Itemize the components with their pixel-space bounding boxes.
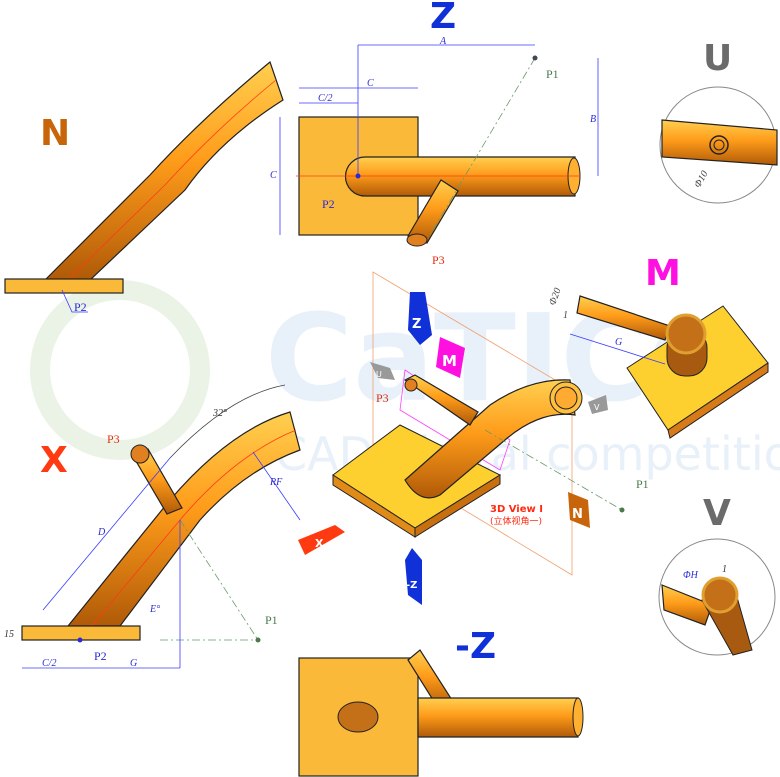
view-u: U Φ10 [659, 38, 778, 204]
marker-m: M [436, 337, 465, 378]
svg-text:V: V [594, 403, 600, 412]
dim-a: A [439, 36, 447, 47]
svg-text:N: N [572, 507, 583, 522]
dim-d: D [97, 527, 106, 538]
dim-g: G [615, 337, 622, 348]
dim-dia-h: ΦH [683, 570, 699, 581]
view-label-n: N [40, 113, 70, 154]
point-label-p2: P2 [74, 300, 87, 314]
view-label-minus-z: -Z [455, 626, 496, 667]
dim-b: B [590, 114, 596, 125]
point-label-p2: P2 [94, 649, 107, 663]
dim-e: E° [149, 604, 160, 615]
point-label-p3: P3 [376, 391, 389, 405]
view-label-u: U [703, 38, 732, 79]
view-label-m: M [645, 253, 681, 294]
point-label-p1: P1 [265, 613, 278, 627]
marker-u: U [370, 362, 395, 380]
point-label-p2: P2 [322, 197, 335, 211]
point-label-p1: P1 [636, 477, 649, 491]
svg-text:-Z: -Z [406, 580, 417, 591]
dim-rf: RF [269, 477, 283, 488]
marker-x: X [298, 525, 345, 555]
dim-c-half: C/2 [318, 93, 332, 104]
svg-text:Z: Z [412, 317, 421, 332]
dim-c: C [367, 78, 374, 89]
dim-wall: 1 [563, 310, 568, 321]
svg-text:M: M [442, 352, 457, 370]
view-m: M Φ20 1 G [547, 253, 769, 439]
view-label-v: V [703, 493, 731, 534]
point-label-p1: P1 [546, 67, 559, 81]
view-3d: P1 P3 3D View I (立体视角一) Z M U V N X -Z [298, 271, 649, 605]
marker-v: V [588, 395, 608, 414]
view-n: N P2 [4, 60, 284, 314]
point-label-p3: P3 [107, 432, 120, 446]
view-3d-title: 3D View I [490, 504, 543, 515]
svg-text:U: U [376, 370, 382, 379]
view-z: Z A B C C/2 C P1 P2 P3 [270, 0, 599, 267]
marker-minus-z: -Z [405, 548, 422, 605]
svg-text:X: X [315, 537, 324, 550]
view-x: X 32° RF D E° 15 C/2 G P1 P2 P3 [4, 384, 301, 669]
dim-wall: 1 [722, 564, 727, 575]
view-label-x: X [40, 440, 68, 481]
view-3d-subtitle: (立体视角一) [490, 515, 542, 527]
dim-angle-32: 32° [212, 408, 227, 419]
marker-z: Z [408, 292, 432, 345]
view-v: V ΦH 1 [658, 493, 776, 656]
dim-c-half: C/2 [42, 658, 56, 669]
marker-n: N [568, 492, 590, 528]
dim-thickness-15: 15 [4, 629, 14, 640]
view-label-z: Z [430, 0, 456, 37]
dim-c-vertical: C [270, 170, 277, 181]
point-label-p3: P3 [432, 253, 445, 267]
view-minus-z: -Z [298, 626, 584, 777]
dim-g: G [130, 658, 137, 669]
